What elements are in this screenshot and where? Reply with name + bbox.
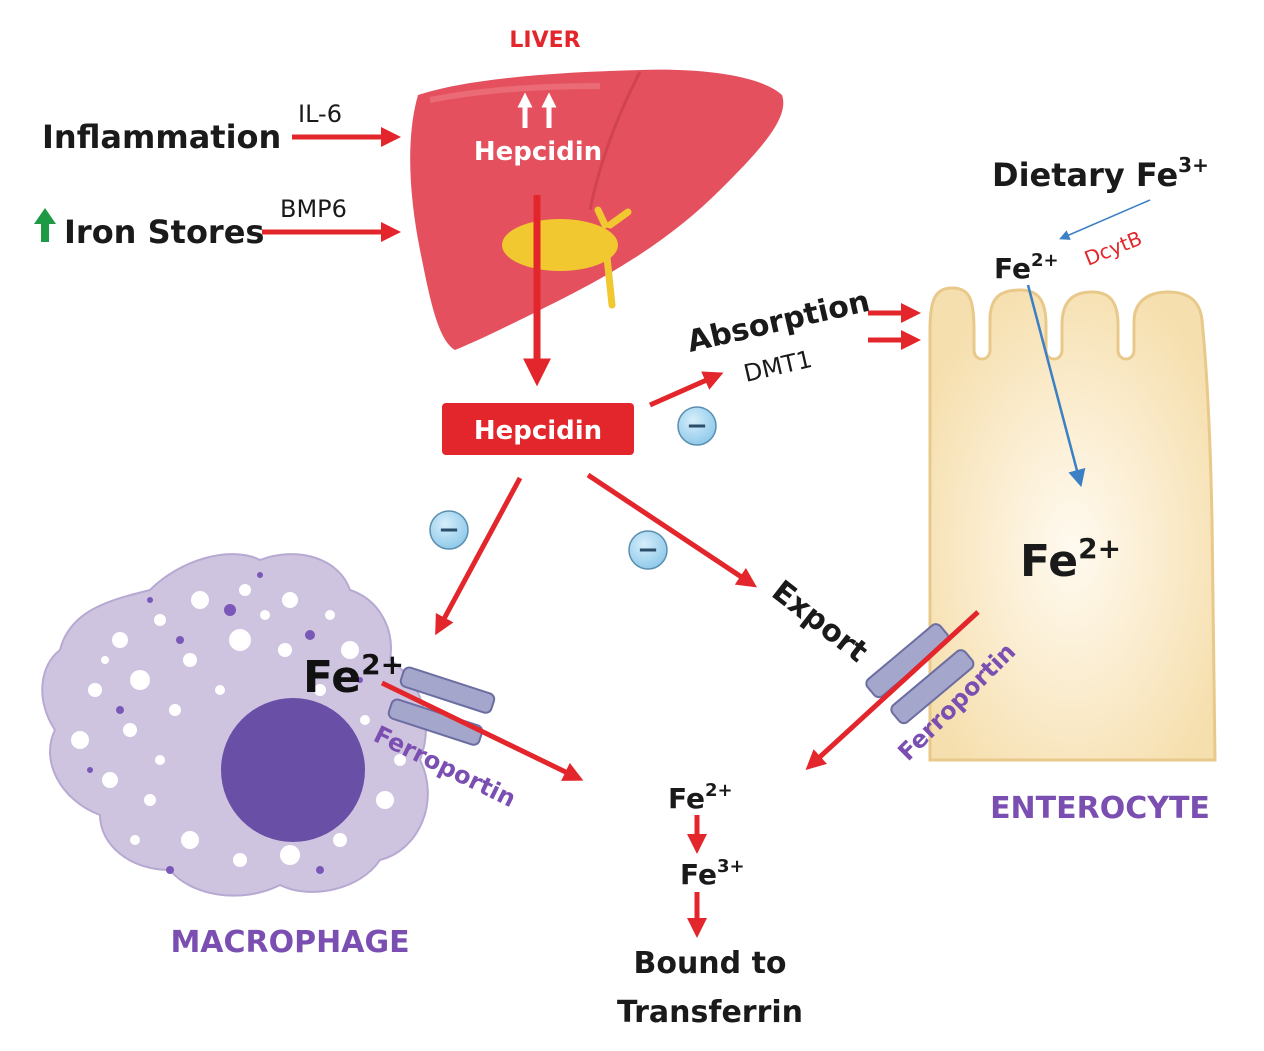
- il6-label: IL-6: [298, 100, 342, 128]
- enterocyte-export-arrow: [805, 610, 980, 771]
- macrophage-cell: [41, 553, 429, 897]
- dietary-fe-superscript: 3+: [1178, 153, 1209, 177]
- inhibit-export: −: [628, 530, 668, 570]
- macrophage-nucleus: [221, 698, 365, 842]
- macrophage-granules: [87, 572, 363, 874]
- up-arrows-icon: [517, 92, 557, 128]
- fe2-plasma-superscript: 2+: [705, 780, 733, 801]
- export-label: Export: [765, 574, 874, 670]
- inhibit-macrophage: −: [429, 510, 469, 550]
- fe2-uptake-arrow: [1026, 284, 1086, 488]
- macrophage: [41, 553, 429, 897]
- ferroportin-enterocyte: [865, 623, 975, 725]
- enterocyte-label: ENTEROCYTE: [990, 791, 1210, 826]
- liver-highlight: [429, 83, 601, 103]
- fe3-plasma-superscript: 3+: [717, 856, 745, 877]
- liver: Hepcidin: [410, 69, 784, 350]
- bound-transferrin-line2: Transferrin: [617, 995, 803, 1030]
- bmp6-label: BMP6: [280, 195, 347, 223]
- liver-lobe-line: [588, 71, 642, 211]
- fe2-cell-superscript: 2+: [1078, 532, 1121, 565]
- inhibit-absorption: −: [677, 406, 717, 446]
- inflammation-label: Inflammation: [42, 118, 281, 156]
- fe2-macrophage-superscript: 2+: [361, 648, 404, 681]
- hepcidin-to-absorption-arrow: [648, 371, 724, 408]
- fe2-apical-superscript: 2+: [1031, 250, 1059, 271]
- macrophage-label: MACROPHAGE: [170, 925, 409, 960]
- absorption-label: Absorption: [684, 284, 873, 360]
- dcytb-label: DcytB: [1081, 226, 1145, 271]
- fe2-macrophage-label: Fe2+: [303, 648, 404, 703]
- hepcidin-box-bg: [442, 403, 634, 455]
- hepcidin-box: Hepcidin: [442, 403, 634, 455]
- hepcidin-box-label: Hepcidin: [474, 416, 602, 446]
- fe2-apical-label: Fe2+: [994, 250, 1059, 285]
- iron-stores-label: Iron Stores: [64, 213, 264, 251]
- dcytb-arrow: [1059, 199, 1151, 240]
- dietary-fe-label: Dietary Fe3+: [992, 153, 1209, 194]
- enterocyte-cell: [928, 286, 1217, 762]
- hepcidin-to-export-arrow: [586, 472, 757, 588]
- bile-duct: [594, 206, 632, 309]
- inhibit-macrophage-sign: −: [438, 515, 460, 545]
- gallbladder: [502, 219, 618, 271]
- hepcidin-to-macrophage-arrow: [435, 476, 523, 636]
- liver-title: LIVER: [509, 28, 580, 53]
- dmt1-label: DMT1: [741, 345, 815, 388]
- up-green-arrow-icon: [34, 208, 56, 242]
- bound-transferrin-line1: Bound to: [633, 946, 786, 981]
- inhibit-absorption-sign: −: [686, 411, 708, 441]
- inhibit-export-sign: −: [637, 535, 659, 565]
- macrophage-vesicles: [71, 584, 406, 867]
- liver-hepcidin-label: Hepcidin: [474, 137, 602, 167]
- fe2-cell-label: Fe2+: [1020, 532, 1121, 587]
- fe2-plasma-label: Fe2+: [668, 780, 733, 815]
- ferroportin-macrophage: [387, 666, 496, 746]
- macrophage-export-arrow: [380, 680, 584, 781]
- enterocyte: [928, 286, 1217, 762]
- fe3-plasma-label: Fe3+: [680, 856, 745, 891]
